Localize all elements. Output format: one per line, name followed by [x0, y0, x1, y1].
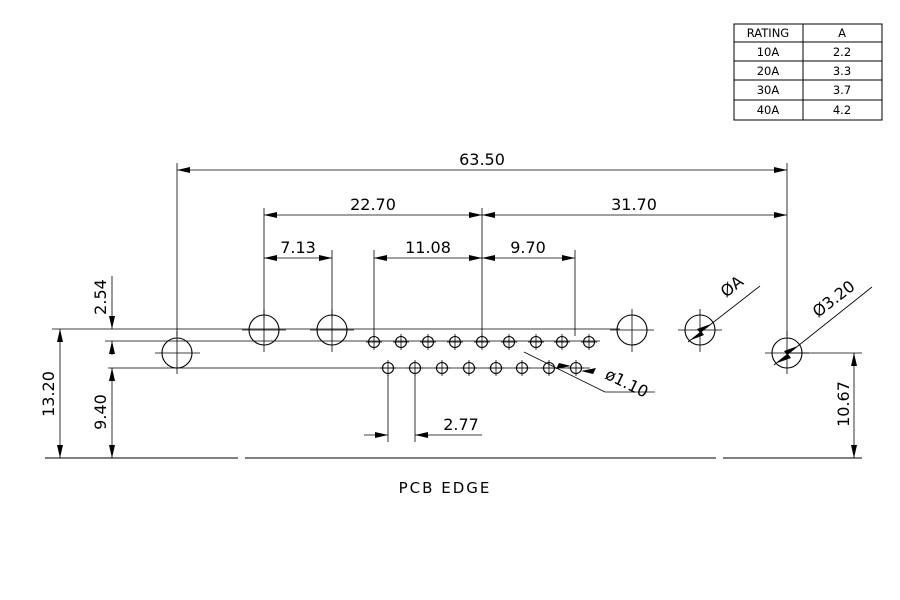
- pin-hole: [501, 334, 517, 350]
- pcb-edge-label: PCB EDGE: [399, 479, 492, 497]
- dimension-22-70: 22.70: [264, 195, 482, 218]
- pin-hole: [393, 334, 409, 350]
- rating-table-cell: 20A: [757, 64, 780, 78]
- pin-hole: [366, 334, 382, 350]
- leader-variable-diameter: ØA: [687, 272, 761, 343]
- dimension-31-70: 31.70: [482, 195, 787, 218]
- dimension-label: 2.54: [91, 279, 110, 315]
- dimension-13-20: 13.20: [39, 329, 63, 458]
- pin-hole: [568, 360, 584, 376]
- pin-hole: [514, 360, 530, 376]
- leader-pin-diameter: ø1.10: [523, 351, 655, 402]
- dimension-label: 10.67: [834, 381, 853, 427]
- dimension-63-50: 63.50: [177, 150, 787, 173]
- pin-hole: [541, 360, 557, 376]
- dimension-2-77: 2.77: [364, 415, 482, 438]
- dimension-9-70: 9.70: [482, 238, 575, 261]
- rating-table-header-rating: RATING: [747, 26, 789, 40]
- dimension-9-40: 9.40: [91, 368, 115, 458]
- mounting-hole: [242, 309, 286, 352]
- dimension-label: 9.40: [91, 394, 110, 430]
- mounting-hole: [610, 309, 654, 352]
- mounting-hole: [310, 309, 354, 352]
- dimension-label: 22.70: [350, 195, 396, 214]
- dimension-label: 11.08: [405, 238, 451, 257]
- dimension-10-67: 10.67: [834, 353, 857, 458]
- dimension-2-54: 2.54: [91, 276, 115, 355]
- pin-hole: [554, 334, 570, 350]
- pin-hole: [581, 334, 597, 350]
- dimension-label: 7.13: [280, 238, 316, 257]
- pin-hole: [474, 334, 490, 350]
- rating-table: RATING A 10A 2.2 20A 3.3 30A 3.7 40A 4.2: [733, 23, 883, 121]
- reference-lines: [52, 328, 862, 369]
- rating-table-cell: 4.2: [833, 103, 851, 117]
- leader-mount-diameter: Ø3.20: [773, 276, 873, 366]
- pin-hole: [380, 360, 396, 376]
- rating-table-cell: 3.7: [833, 83, 851, 97]
- dimension-label: ø1.10: [602, 365, 651, 402]
- pin-hole: [488, 360, 504, 376]
- rating-table-cell: 30A: [757, 83, 780, 97]
- rating-table-cell: 2.2: [833, 45, 851, 59]
- mounting-hole: [155, 331, 200, 374]
- dimension-7-13: 7.13: [264, 238, 332, 261]
- pin-hole: [434, 360, 450, 376]
- pin-hole: [528, 334, 544, 350]
- pin-hole: [407, 360, 423, 376]
- dimension-label: 31.70: [611, 195, 657, 214]
- dimension-label: 13.20: [39, 371, 58, 417]
- dimension-label: Ø3.20: [809, 276, 859, 321]
- dimension-label: ØA: [717, 272, 747, 301]
- dimension-label: 2.77: [443, 415, 479, 434]
- pin-hole: [447, 334, 463, 350]
- pin-hole: [420, 334, 436, 350]
- dimension-label: 9.70: [510, 238, 546, 257]
- dimension-11-08: 11.08: [374, 238, 482, 261]
- dimension-label: 63.50: [459, 150, 505, 169]
- pin-row-upper: [366, 334, 597, 350]
- extension-lines: [176, 163, 788, 442]
- rating-table-cell: 10A: [757, 45, 780, 59]
- pin-row-lower: [380, 360, 584, 376]
- rating-table-header-a: A: [838, 26, 846, 40]
- rating-table-cell: 3.3: [833, 64, 851, 78]
- rating-table-cell: 40A: [757, 103, 780, 117]
- pin-hole: [461, 360, 477, 376]
- rating-table-frame: [733, 23, 883, 121]
